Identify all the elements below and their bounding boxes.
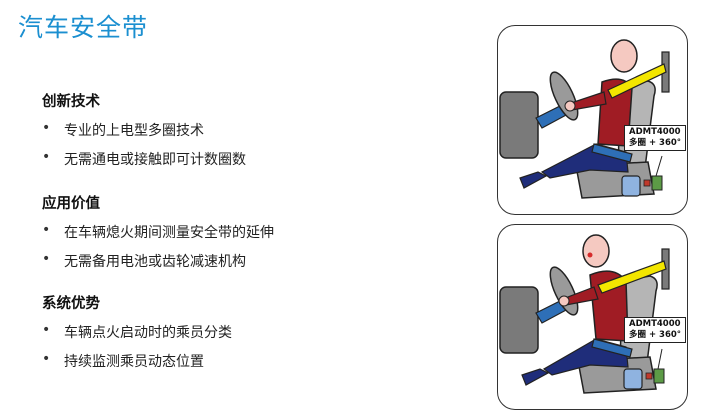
bullet-icon: • <box>42 222 51 238</box>
lap-belt-shape <box>591 338 633 358</box>
shoe-shape <box>519 171 548 189</box>
bullet-icon: • <box>42 251 51 267</box>
bullet-list: • 专业的上电型多圈技术 • 无需通电或接触即可计数圈数 <box>42 120 246 169</box>
bullet-icon: • <box>42 322 51 338</box>
sensor-label: ADMT4000 多圈 + 360° <box>624 125 687 151</box>
sensor-part-number: ADMT4000 <box>629 127 681 137</box>
list-item: • 在车辆熄火期间测量安全带的延伸 <box>42 222 274 242</box>
section-value: 应用价值 • 在车辆熄火期间测量安全带的延伸 • 无需备用电池或齿轮减速机构 <box>42 192 274 280</box>
section-heading: 创新技术 <box>42 94 100 110</box>
callout-line <box>655 155 663 177</box>
section-advantages: 系统优势 • 车辆点火启动时的乘员分类 • 持续监测乘员动态位置 <box>42 292 232 380</box>
sensor-description: 多圈 + 360° <box>629 330 682 340</box>
section-heading: 系统优势 <box>42 296 100 312</box>
driver-seatbelt-drawing <box>499 39 670 199</box>
list-item: • 持续监测乘员动态位置 <box>42 351 232 371</box>
list-item: • 车辆点火启动时的乘员分类 <box>42 322 232 342</box>
magnet-shape <box>645 372 653 380</box>
shoulder-belt-shape <box>597 260 667 294</box>
cheek-shape <box>587 252 593 258</box>
list-item: • 专业的上电型多圈技术 <box>42 120 246 140</box>
list-item-text: 无需备用电池或齿轮减速机构 <box>64 254 246 270</box>
hand-shape <box>564 100 576 112</box>
list-item: • 无需通电或接触即可计数圈数 <box>42 149 246 169</box>
list-item: • 无需备用电池或齿轮减速机构 <box>42 251 274 271</box>
list-item-text: 无需通电或接触即可计数圈数 <box>64 152 246 168</box>
sensor-chip-shape <box>653 368 665 384</box>
sensor-label: ADMT4000 多圈 + 360° <box>624 317 687 343</box>
bullet-list: • 在车辆熄火期间测量安全带的延伸 • 无需备用电池或齿轮减速机构 <box>42 222 274 271</box>
bullet-icon: • <box>42 120 51 136</box>
retractor-shape <box>621 175 641 197</box>
list-item-text: 专业的上电型多圈技术 <box>64 123 204 139</box>
bullet-list: • 车辆点火启动时的乘员分类 • 持续监测乘员动态位置 <box>42 322 232 371</box>
dashboard-shape <box>499 286 539 354</box>
list-item-text: 在车辆熄火期间测量安全带的延伸 <box>64 225 274 241</box>
list-item-text: 持续监测乘员动态位置 <box>64 354 204 370</box>
retractor-shape <box>623 368 643 390</box>
hand-shape <box>558 295 570 307</box>
head-shape <box>610 39 638 73</box>
sensor-chip-shape <box>651 175 663 191</box>
section-innovation: 创新技术 • 专业的上电型多圈技术 • 无需通电或接触即可计数圈数 <box>42 90 246 178</box>
head-shape <box>582 234 610 268</box>
list-item-text: 车辆点火启动时的乘员分类 <box>64 325 232 341</box>
sensor-part-number: ADMT4000 <box>629 319 681 329</box>
shoe-shape <box>521 368 550 386</box>
shoulder-belt-shape <box>607 63 667 99</box>
callout-line <box>657 348 663 370</box>
section-heading: 应用价值 <box>42 196 100 212</box>
dashboard-shape <box>499 91 539 159</box>
magnet-shape <box>643 179 651 187</box>
seatbelt-illustration-forward: ADMT4000 多圈 + 360° <box>497 224 688 410</box>
lap-belt-shape <box>591 143 633 163</box>
bullet-icon: • <box>42 351 51 367</box>
page-title: 汽车安全带 <box>18 13 149 42</box>
seatbelt-illustration-upright: ADMT4000 多圈 + 360° <box>497 25 688 215</box>
bullet-icon: • <box>42 149 51 165</box>
sensor-description: 多圈 + 360° <box>629 138 682 148</box>
